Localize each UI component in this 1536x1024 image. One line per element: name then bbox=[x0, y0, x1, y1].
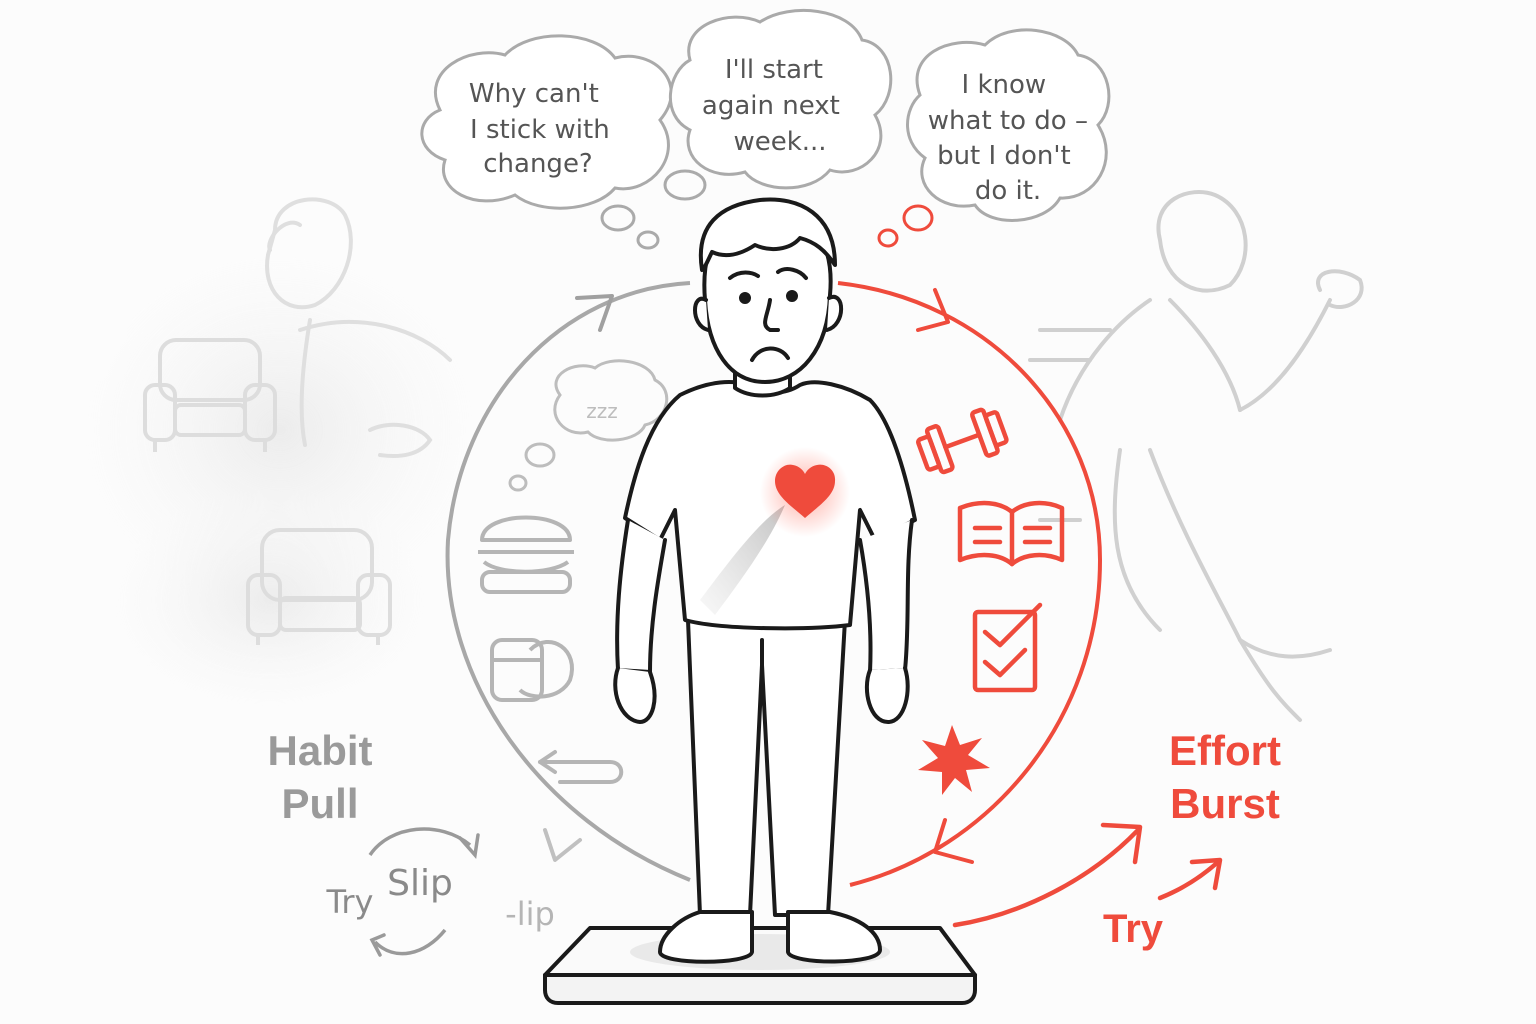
burst-star-icon bbox=[918, 725, 990, 795]
thought-dots-left bbox=[600, 169, 707, 250]
habit-arrow-up-icon bbox=[575, 294, 614, 332]
svg-text:Why can't I stick with: Why can't I stick with change? bbox=[469, 79, 618, 179]
thought-dots-right bbox=[877, 204, 934, 248]
effort-arrow-left-icon bbox=[933, 818, 974, 864]
svg-text:I know what to do –: I know what to do – but I don't do it. bbox=[928, 70, 1096, 206]
slumped-person-figure bbox=[265, 197, 452, 459]
back-arrow-icon bbox=[538, 750, 624, 784]
habit-background-scene bbox=[80, 197, 480, 710]
thought-2-line-1: I'll start bbox=[725, 55, 823, 85]
motion-streak bbox=[700, 505, 785, 615]
scale-platform bbox=[543, 926, 977, 1005]
thought-3-line-1: I know bbox=[962, 70, 1047, 100]
effort-cycle-arc bbox=[837, 281, 1103, 887]
habit-pull-label-line2: Pull bbox=[281, 780, 358, 827]
armchair-icon bbox=[143, 338, 277, 452]
thought-3-line-3: but I don't bbox=[937, 141, 1071, 171]
try-slip-mini-cycle: Try Slip -lip bbox=[326, 827, 555, 957]
book-icon bbox=[957, 500, 1065, 567]
snack-icon bbox=[490, 638, 574, 702]
heart-icon bbox=[775, 464, 836, 518]
thought-1-line-3: change? bbox=[483, 149, 592, 179]
thought-bubble-3: I know what to do – but I don't do it. bbox=[906, 28, 1111, 222]
slip-word: Slip bbox=[387, 863, 453, 904]
effort-arrow-down-icon bbox=[916, 288, 950, 332]
try-word: Try bbox=[326, 883, 374, 921]
sleepy-thought-icon: zzz bbox=[508, 359, 669, 492]
effort-burst-label-line2: Burst bbox=[1170, 780, 1280, 827]
sleepy-thought-text: zzz bbox=[586, 399, 618, 423]
dumbbell-icon bbox=[915, 407, 1009, 475]
thought-1-line-1: Why can't bbox=[469, 79, 599, 109]
thought-2-line-3: week... bbox=[733, 127, 826, 157]
thought-3-line-2: what to do – bbox=[928, 106, 1088, 136]
armchair-icon bbox=[246, 528, 392, 645]
thought-bubble-1: Why can't I stick with change? bbox=[420, 34, 673, 210]
running-person-figure bbox=[1028, 190, 1364, 722]
habit-cycle-arc bbox=[445, 281, 691, 882]
habit-pull-label-line1: Habit bbox=[268, 727, 373, 774]
habit-arrow-down-icon bbox=[543, 828, 582, 862]
red-try-word: Try bbox=[1103, 907, 1164, 951]
thought-bubble-2: I'll start again next week... bbox=[668, 9, 893, 190]
checklist-icon bbox=[972, 602, 1043, 693]
burger-icon bbox=[478, 515, 574, 594]
worried-face bbox=[728, 267, 808, 362]
effort-burst-arrows bbox=[952, 822, 1223, 928]
thought-2-line-2: again next bbox=[702, 91, 840, 121]
thought-3-line-4: do it. bbox=[975, 176, 1041, 206]
thought-1-line-2: I stick with bbox=[470, 115, 610, 145]
slip-faded-word: -lip bbox=[505, 895, 555, 933]
effort-burst-label-line1: Effort bbox=[1169, 727, 1281, 774]
svg-text:I'll start again next: I'll start again next week... bbox=[702, 55, 848, 157]
